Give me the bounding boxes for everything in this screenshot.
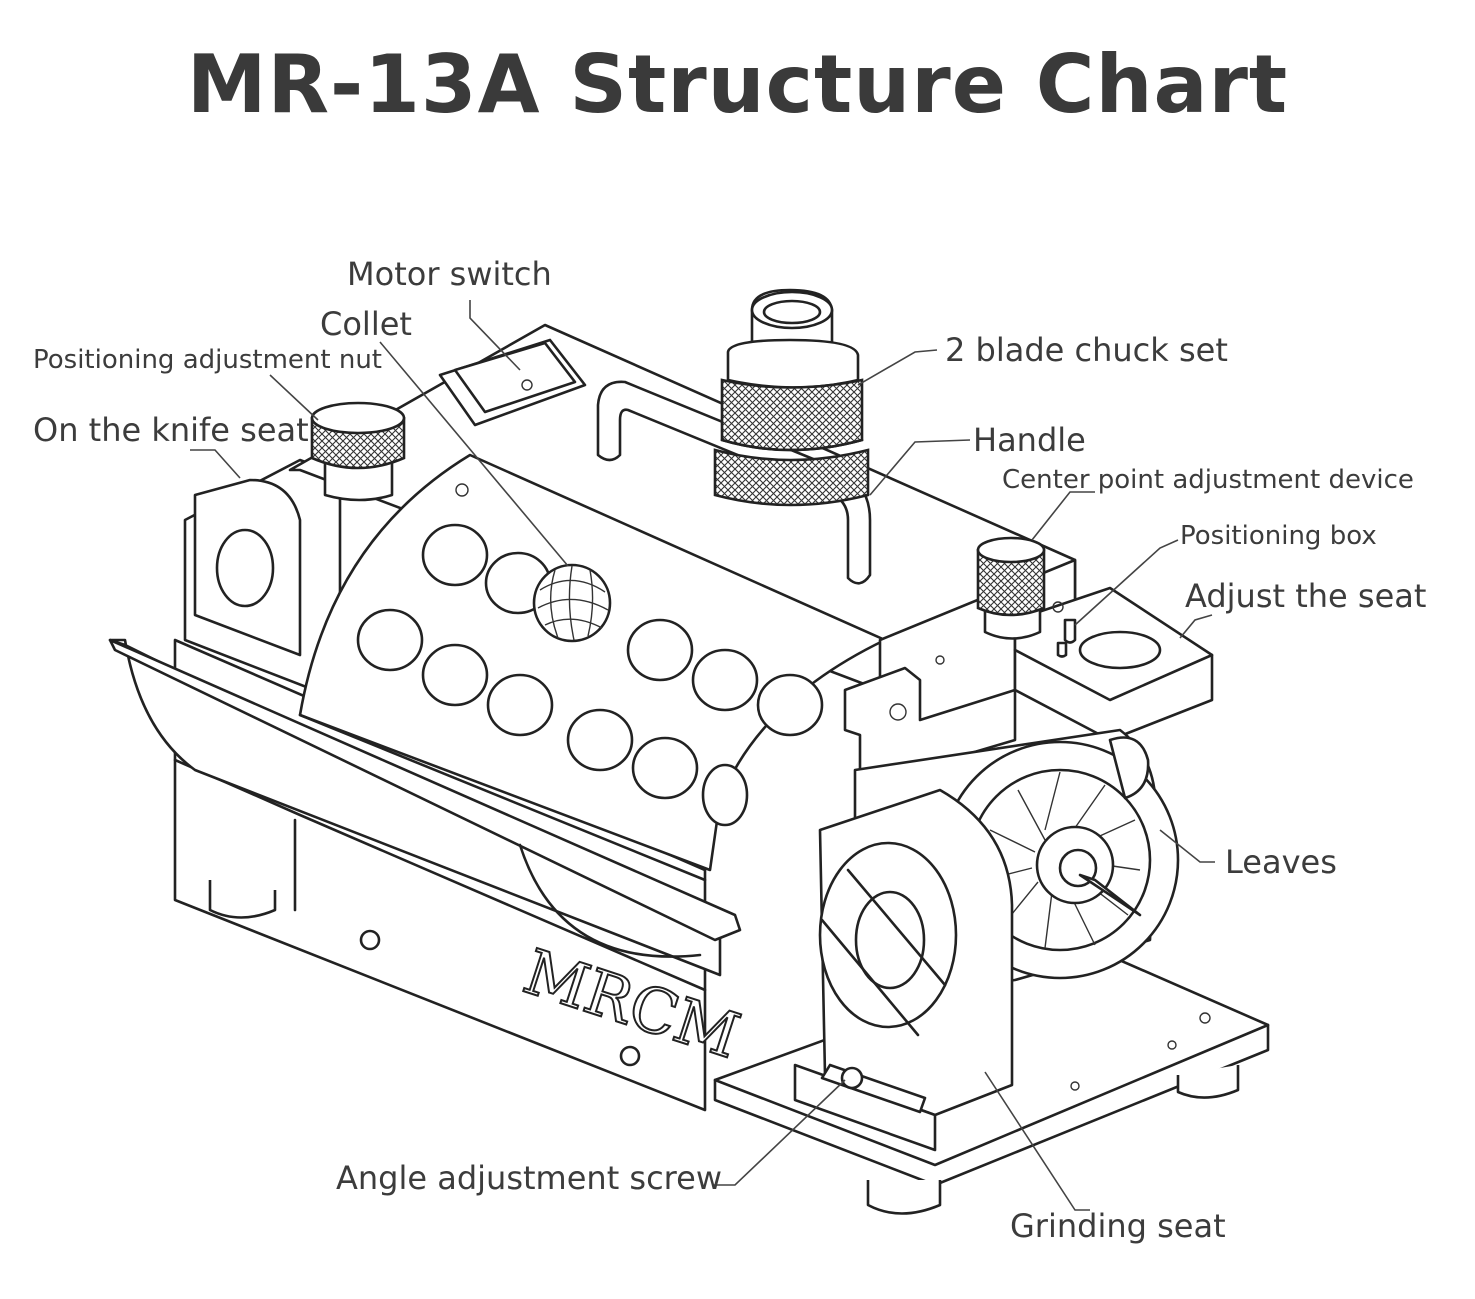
label-positioning-adjustment-nut: Positioning adjustment nut	[33, 345, 382, 375]
grinding-seat-part[interactable]	[793, 788, 1014, 1152]
leader-lines	[190, 300, 1215, 1211]
collet-part	[532, 563, 612, 643]
positioning-adjustment-nut[interactable]	[310, 401, 406, 502]
top-deck	[288, 323, 1077, 692]
label-knife-seat: On the knife seat	[33, 411, 309, 449]
chuck-set[interactable]	[713, 288, 870, 507]
label-leaves: Leaves	[1225, 843, 1337, 881]
label-grinding-seat: Grinding seat	[1010, 1207, 1226, 1245]
front-tray	[108, 638, 742, 977]
label-positioning-box: Positioning box	[1180, 521, 1377, 551]
label-blade-chuck-set: 2 blade chuck set	[945, 331, 1228, 369]
page-title: MR-13A Structure Chart	[186, 38, 1289, 131]
label-adjust-seat: Adjust the seat	[1185, 577, 1427, 615]
label-handle: Handle	[973, 421, 1086, 459]
right-section	[843, 536, 1214, 782]
label-angle-adjustment-screw: Angle adjustment screw	[336, 1159, 722, 1197]
label-motor-switch: Motor switch	[347, 255, 552, 293]
label-collet: Collet	[320, 305, 412, 343]
label-center-point-adjustment: Center point adjustment device	[1002, 465, 1414, 495]
motor-switch-button[interactable]	[453, 341, 577, 414]
